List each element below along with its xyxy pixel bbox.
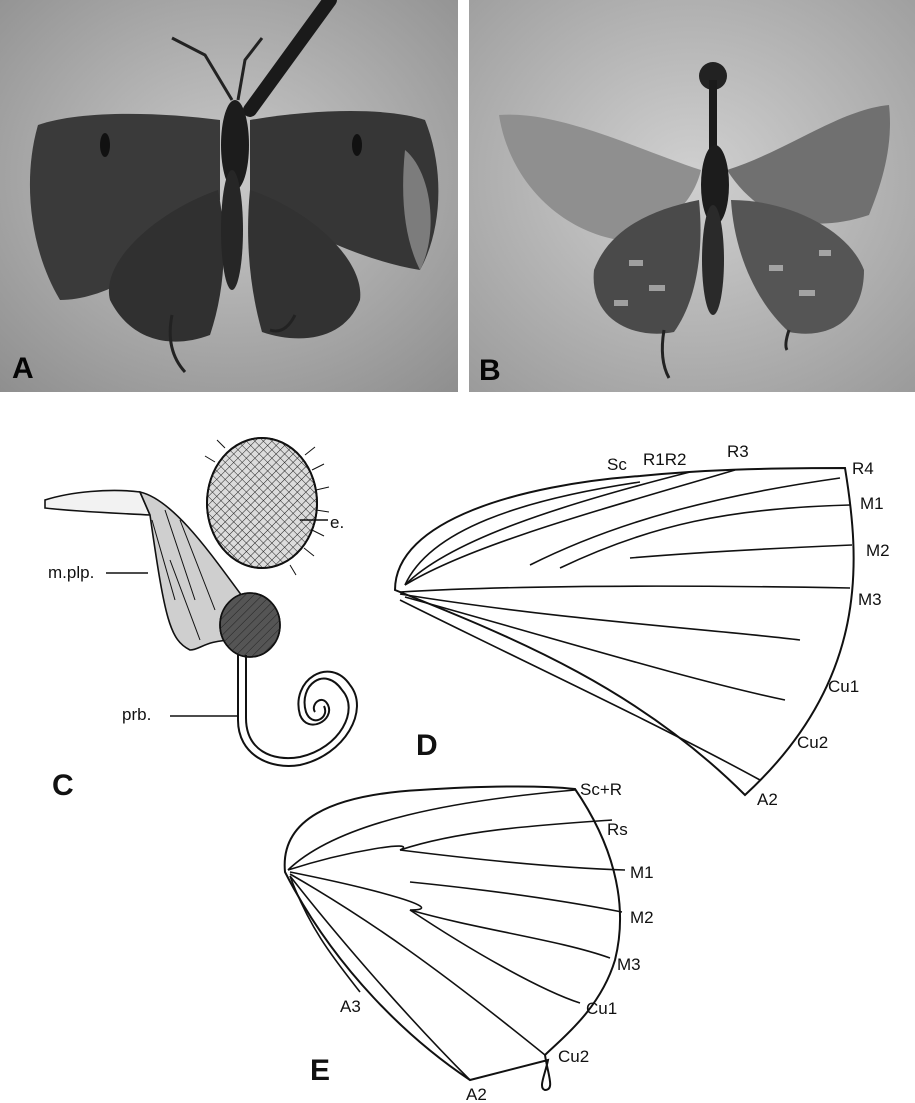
maxillary-palp-label: m.plp. — [48, 563, 94, 582]
vein-label-m1: M1 — [860, 494, 884, 513]
vein-label-r3: R3 — [727, 442, 749, 461]
vein-label-sc: Sc — [607, 455, 627, 474]
panel-label-c: C — [52, 769, 74, 802]
panel-label-e: E — [310, 1054, 330, 1087]
head-drawing-c — [45, 438, 357, 766]
vein-label-r4: R4 — [852, 459, 874, 478]
vein-label-cu1: Cu1 — [828, 677, 859, 696]
vein-label-cu2: Cu2 — [797, 733, 828, 752]
hindwing-venation-e — [285, 786, 625, 1090]
forewing-venation-d — [395, 468, 854, 795]
vein-label-a2: A2 — [757, 790, 778, 809]
vein-label-cu1-e: Cu1 — [586, 999, 617, 1018]
vein-label-m1-e: M1 — [630, 863, 654, 882]
vein-label-a2-e: A2 — [466, 1085, 487, 1103]
panel-label-d: D — [416, 729, 438, 762]
vein-label-m2-e: M2 — [630, 908, 654, 927]
eye-label: e. — [330, 513, 344, 532]
vein-label-m3-e: M3 — [617, 955, 641, 974]
vein-label-rs: Rs — [607, 820, 628, 839]
vein-label-m2: M2 — [866, 541, 890, 560]
proboscis-label: prb. — [122, 705, 151, 724]
vein-label-m3: M3 — [858, 590, 882, 609]
hindwing-outline — [285, 786, 620, 1090]
vein-label-r1r2: R1R2 — [643, 450, 686, 469]
vein-label-sc-r: Sc+R — [580, 780, 622, 799]
vein-label-a3-e: A3 — [340, 997, 361, 1016]
vein-label-cu2-e: Cu2 — [558, 1047, 589, 1066]
